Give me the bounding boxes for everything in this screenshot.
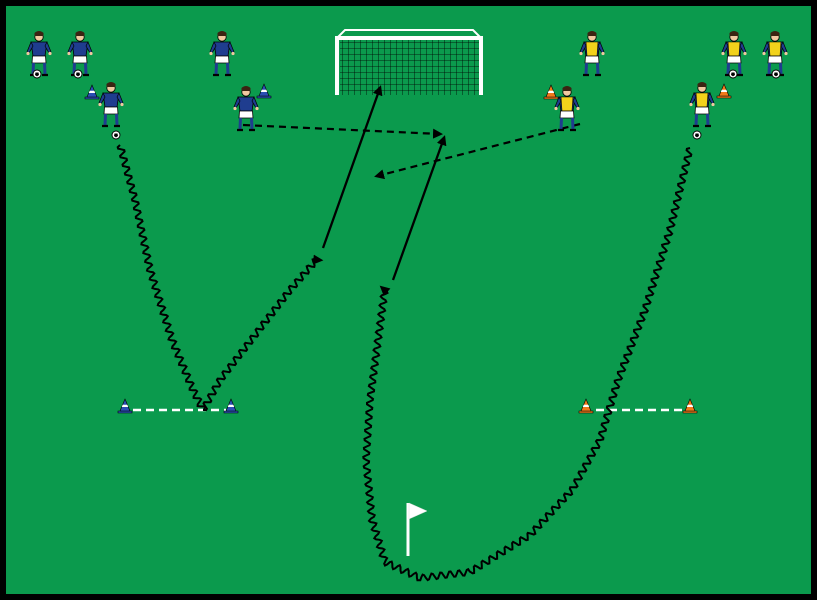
ball-icon (32, 69, 42, 79)
shot-arrow-left (321, 85, 383, 249)
ball-icon (728, 69, 738, 79)
dribble-path-left-down (116, 144, 207, 411)
pass-arrow-right (374, 122, 581, 180)
ball-icon (771, 69, 781, 79)
dribble-path-right (362, 147, 693, 582)
goal-icon (335, 29, 483, 95)
pass-arrow-left (242, 123, 443, 139)
dribble-paths (116, 144, 693, 582)
ball-icon (692, 130, 702, 140)
ball-icon (111, 130, 121, 140)
ball-icon (73, 69, 83, 79)
dribble-path-left-up (202, 254, 324, 412)
flag-icon (406, 502, 428, 556)
